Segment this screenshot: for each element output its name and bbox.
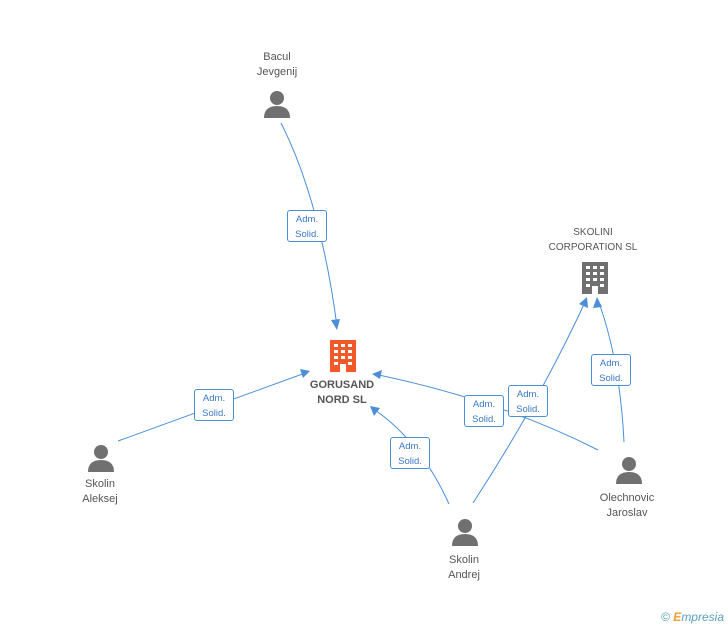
node-label-gorusand[interactable]: GORUSAND NORD SL: [310, 378, 374, 408]
node-label-andrej[interactable]: Skolin Andrej: [448, 553, 480, 583]
arrowhead-jaroslav-gorusand: [372, 370, 382, 379]
node-label-line2: Andrej: [448, 569, 480, 581]
node-label-aleksej[interactable]: Skolin Aleksej: [82, 477, 117, 507]
arrowhead-jaroslav-skolini: [593, 297, 602, 308]
copyright-symbol: ©: [661, 610, 670, 624]
role-badge-line1: Adm.: [599, 358, 623, 369]
arrowhead-andrej-gorusand: [370, 406, 380, 416]
person-icon[interactable]: [264, 91, 290, 118]
role-badge-bacul-gorusand[interactable]: Adm. Solid.: [287, 210, 327, 242]
person-icon[interactable]: [616, 457, 642, 484]
node-label-bacul[interactable]: Bacul Jevgenij: [257, 50, 297, 80]
role-badge-line1: Adm.: [472, 399, 496, 410]
role-badge-line1: Adm.: [516, 389, 540, 400]
node-label-line1: Bacul: [263, 51, 291, 63]
role-badge-andrej-skolini[interactable]: Adm. Solid.: [508, 385, 548, 417]
role-badge-jaroslav-gorusand[interactable]: Adm. Solid.: [464, 395, 504, 427]
role-badge-line1: Adm.: [398, 441, 422, 452]
role-badge-jaroslav-skolini[interactable]: Adm. Solid.: [591, 354, 631, 386]
role-badge-line1: Adm.: [202, 393, 226, 404]
role-badge-line2: Solid.: [295, 229, 319, 240]
role-badge-line2: Solid.: [472, 414, 496, 425]
node-label-line1: SKOLINI: [573, 227, 613, 238]
node-label-line1: Skolin: [85, 478, 115, 490]
building-icon-main[interactable]: [330, 340, 356, 372]
node-label-line1: GORUSAND: [309, 379, 375, 391]
empresia-logo[interactable]: © Empresia: [661, 610, 724, 624]
person-icon[interactable]: [452, 519, 478, 546]
node-label-jaroslav[interactable]: Olechnovic Jaroslav: [600, 491, 654, 521]
node-label-line2: Jevgenij: [256, 66, 298, 78]
role-badge-line2: Solid.: [599, 373, 623, 384]
arrowhead-andrej-skolini: [579, 297, 588, 308]
brand-initial: E: [673, 610, 682, 624]
role-badge-line2: Solid.: [516, 404, 540, 415]
node-label-line1: Skolin: [449, 554, 479, 566]
arrowhead-bacul-gorusand: [331, 319, 340, 330]
arrowhead-aleksej-gorusand: [300, 369, 310, 378]
node-label-line2: CORPORATION SL: [548, 242, 638, 253]
role-badge-line2: Solid.: [202, 408, 226, 419]
person-icon[interactable]: [88, 445, 114, 472]
brand-name: mpresia: [681, 610, 724, 624]
role-badge-andrej-gorusand[interactable]: Adm. Solid.: [390, 437, 430, 469]
node-label-line2: Aleksej: [82, 493, 118, 505]
node-label-skolini[interactable]: SKOLINI CORPORATION SL: [549, 225, 638, 255]
role-badge-aleksej-gorusand[interactable]: Adm. Solid.: [194, 389, 234, 421]
role-badge-line2: Solid.: [398, 456, 422, 467]
node-label-line2: NORD SL: [317, 394, 367, 406]
node-label-line2: Jaroslav: [606, 507, 648, 519]
role-badge-line1: Adm.: [295, 214, 319, 225]
node-label-line1: Olechnovic: [599, 492, 655, 504]
building-icon-skolini[interactable]: [582, 262, 608, 294]
